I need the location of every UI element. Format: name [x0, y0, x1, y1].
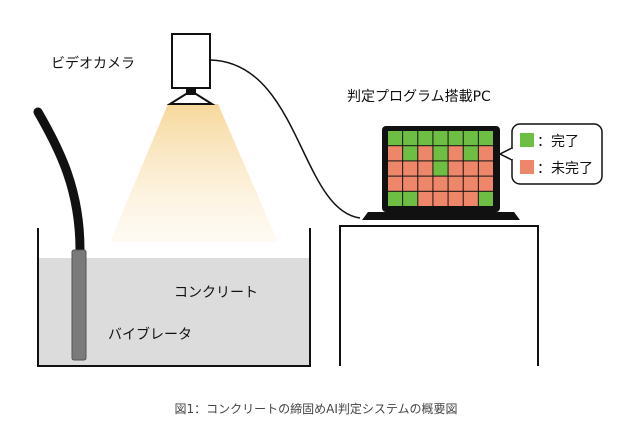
screen-cell-complete [478, 191, 493, 206]
vibrator-rod [71, 249, 87, 361]
screen-cell-incomplete [433, 191, 448, 206]
legend-complete-swatch [520, 133, 534, 147]
screen-cell-incomplete [418, 146, 433, 161]
screen-cell-complete [478, 131, 493, 146]
screen-cell-incomplete [403, 176, 418, 191]
screen-cell-incomplete [388, 146, 403, 161]
screen-cell-incomplete [463, 176, 478, 191]
pc-table [339, 225, 539, 366]
legend-pointer-cover [511, 149, 514, 159]
camera-light-beam [110, 104, 278, 242]
screen-cell-incomplete [418, 161, 433, 176]
figure-caption: 図1：コンクリートの締固めAI判定システムの概要図 [174, 402, 458, 416]
screen-cell-complete [433, 161, 448, 176]
legend-incomplete-swatch [520, 160, 534, 174]
screen-cell-incomplete [388, 161, 403, 176]
screen-cell-complete [433, 146, 448, 161]
screen-cell-incomplete [418, 176, 433, 191]
screen-cell-complete [403, 131, 418, 146]
legend: ：完了 ：未完了 [498, 123, 603, 185]
screen-cell-complete [448, 131, 463, 146]
screen-cell-incomplete [478, 161, 493, 176]
camera-label: ビデオカメラ [51, 55, 135, 72]
laptop-pc-icon [362, 126, 520, 220]
vibrator-label: バイブレータ [108, 326, 192, 343]
camera-cable [209, 59, 361, 219]
screen-cell-incomplete [478, 176, 493, 191]
screen-grid [388, 131, 493, 206]
screen-cell-complete [463, 131, 478, 146]
formwork-tank [37, 228, 311, 367]
screen-cell-incomplete [403, 161, 418, 176]
legend-incomplete-label: ：未完了 [537, 161, 593, 177]
legend-pointer [498, 147, 513, 161]
screen-cell-complete [463, 146, 478, 161]
screen-cell-complete [403, 191, 418, 206]
concrete-label: コンクリート [174, 285, 258, 301]
screen-cell-complete [433, 131, 448, 146]
screen-cell-incomplete [478, 146, 493, 161]
screen-cell-incomplete [448, 191, 463, 206]
camera-lens [166, 93, 216, 105]
screen-cell-complete [403, 146, 418, 161]
legend-complete-label: ：完了 [537, 134, 579, 150]
screen-cell-incomplete [463, 191, 478, 206]
pc-label: 判定プログラム搭載PC [347, 89, 491, 105]
screen-cell-incomplete [463, 161, 478, 176]
video-camera-icon [171, 33, 211, 89]
screen-cell-complete [388, 131, 403, 146]
vibrator-hose [33, 107, 85, 255]
screen-cell-incomplete [448, 146, 463, 161]
camera-mount [186, 88, 196, 94]
screen-cell-incomplete [388, 176, 403, 191]
screen-cell-incomplete [448, 161, 463, 176]
screen-cell-complete [418, 131, 433, 146]
screen-cell-complete [388, 191, 403, 206]
screen-cell-incomplete [418, 191, 433, 206]
screen-cell-incomplete [433, 176, 448, 191]
screen-cell-incomplete [448, 176, 463, 191]
laptop-base [362, 212, 520, 220]
